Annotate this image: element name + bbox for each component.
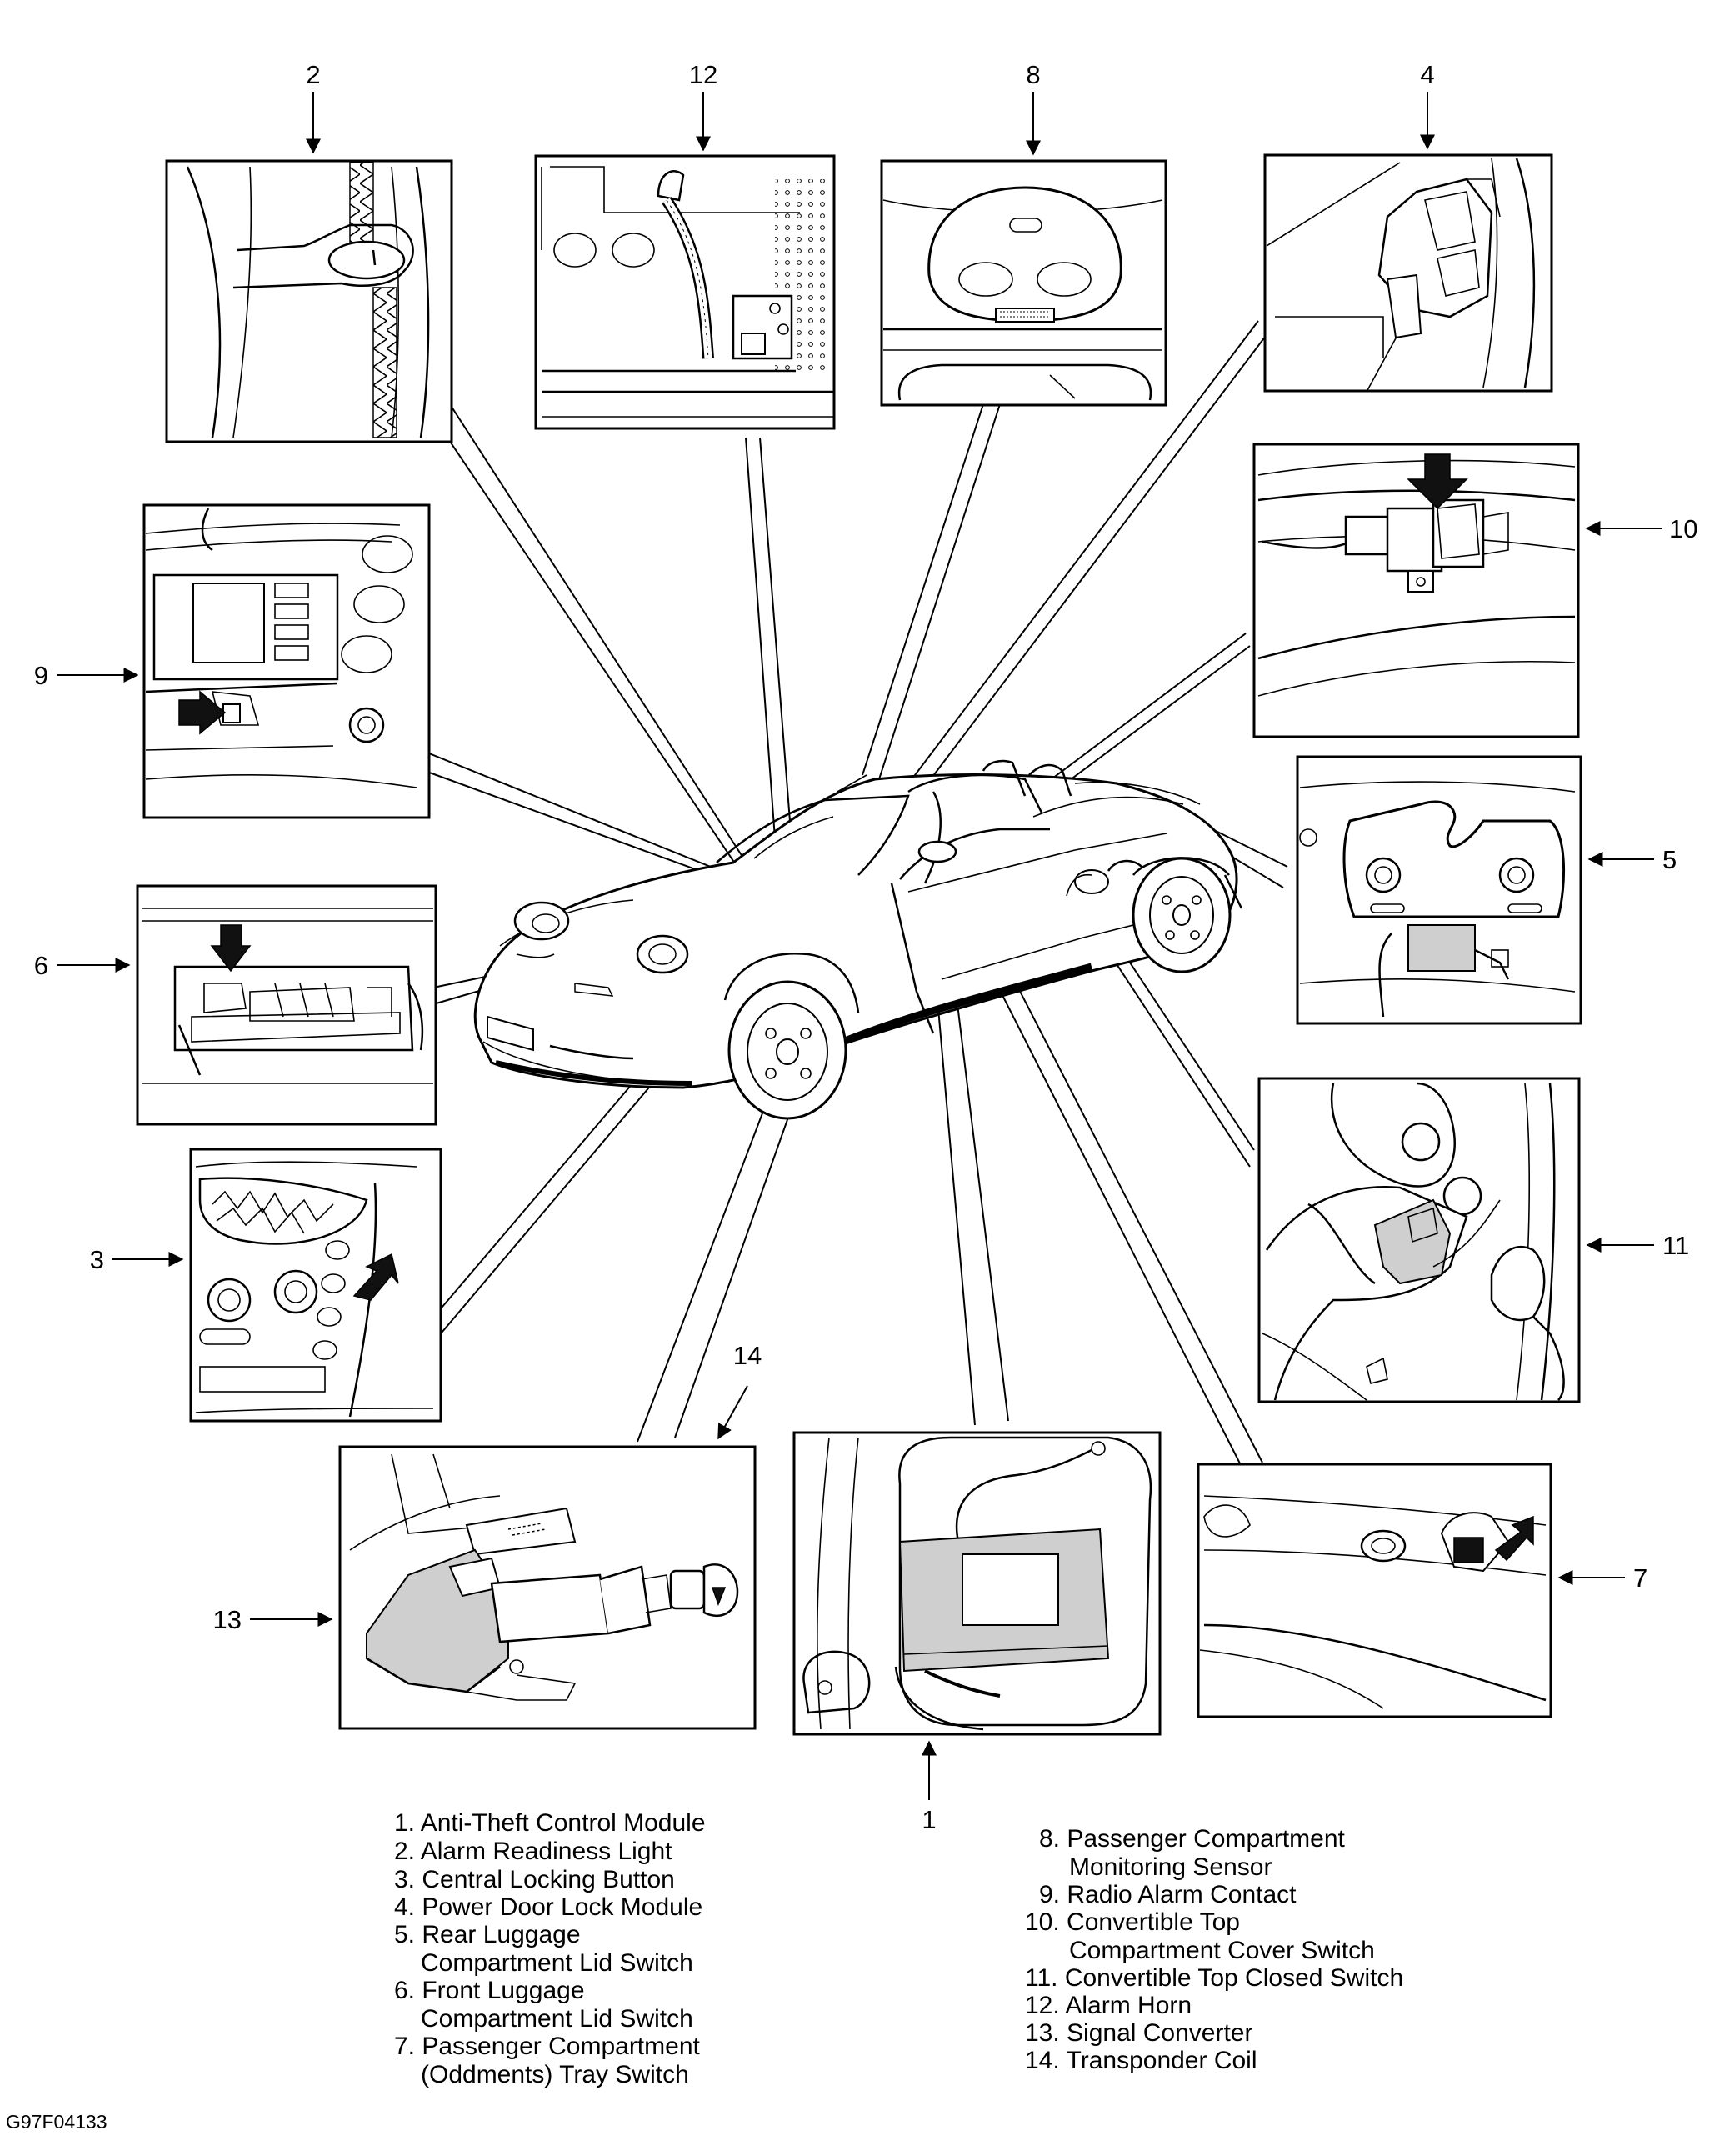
panel-radio-alarm-contact	[142, 503, 431, 819]
panel-rear-lid-switch	[1296, 755, 1582, 1025]
callout-6: 6	[34, 951, 48, 980]
legend-column-left: 1. Anti-Theft Control Module 2. Alarm Re…	[394, 1809, 707, 2088]
callout-14: 14	[733, 1341, 762, 1370]
callout-1: 1	[922, 1805, 936, 1834]
callout-9: 9	[34, 661, 48, 690]
callout-11: 11	[1662, 1231, 1689, 1260]
callout-7: 7	[1633, 1563, 1647, 1593]
legend-item-9: 9. Radio Alarm Contact	[1039, 1881, 1297, 1908]
legend-item-7: 7. Passenger Compartment (Oddments) Tray…	[394, 2033, 707, 2088]
arrow-icon	[717, 1385, 748, 1440]
callout-2: 2	[306, 60, 320, 89]
callout-8: 8	[1026, 60, 1040, 89]
legend-item-2: 2. Alarm Readiness Light	[394, 1838, 672, 1865]
callout-13: 13	[213, 1605, 242, 1634]
panel-tray-switch	[1197, 1463, 1552, 1718]
panel-monitoring-sensor	[880, 159, 1167, 407]
legend-item-8: 8. Passenger Compartment Monitoring Sens…	[1039, 1825, 1352, 1881]
legend: 1. Anti-Theft Control Module 2. Alarm Re…	[394, 1809, 1403, 2088]
panel-top-cover-switch	[1252, 443, 1580, 738]
callout-12: 12	[689, 60, 717, 89]
legend-item-12: 12. Alarm Horn	[1025, 1992, 1192, 2019]
panel-alarm-readiness-light	[165, 159, 453, 443]
legend-item-5: 5. Rear Luggage Compartment Lid Switch	[394, 1921, 693, 1977]
panel-front-lid-switch	[136, 884, 437, 1126]
legend-item-14: 14. Transponder Coil	[1025, 2047, 1257, 2074]
callout-5: 5	[1662, 845, 1677, 874]
legend-item-13: 13. Signal Converter	[1025, 2019, 1253, 2047]
convertible-car-illustration	[473, 759, 1243, 1120]
callout-numbers: 2 12 8 4 10 9 5 6 11 3 14 13 7 1	[34, 60, 1698, 1834]
panel-alarm-horn	[534, 154, 836, 430]
panel-central-locking-button	[189, 1148, 442, 1423]
legend-item-1: 1. Anti-Theft Control Module	[394, 1809, 706, 1837]
panel-top-closed-switch	[1257, 1077, 1581, 1403]
legend-item-4: 4. Power Door Lock Module	[394, 1893, 702, 1921]
panel-transponder-signal-converter	[338, 1445, 757, 1730]
legend-item-3: 3. Central Locking Button	[394, 1866, 675, 1893]
callout-10: 10	[1669, 514, 1697, 543]
legend-item-11: 11. Convertible Top Closed Switch	[1025, 1964, 1403, 1992]
panel-anti-theft-control-module	[792, 1431, 1162, 1736]
panel-power-door-lock-module	[1263, 153, 1553, 393]
callout-4: 4	[1420, 60, 1434, 89]
legend-item-6: 6. Front Luggage Compartment Lid Switch	[394, 1977, 693, 2033]
figure-code: G97F04133	[6, 2111, 107, 2133]
legend-item-10: 10. Convertible Top Compartment Cover Sw…	[1025, 1908, 1375, 1964]
callout-arrows	[57, 92, 1662, 1800]
callout-3: 3	[90, 1245, 104, 1274]
legend-column-right: 8. Passenger Compartment Monitoring Sens…	[1025, 1825, 1403, 2074]
